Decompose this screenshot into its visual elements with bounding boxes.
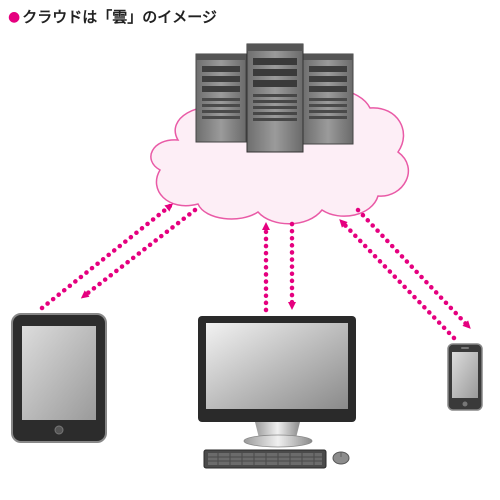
title-text: クラウドは「雲」のイメージ bbox=[22, 8, 217, 26]
page-title: ● クラウドは「雲」のイメージ bbox=[8, 6, 217, 27]
arrow-phone-to-cloud bbox=[339, 219, 457, 341]
smartphone-icon bbox=[447, 343, 483, 411]
connection-arrows bbox=[39, 203, 471, 341]
arrow-cloud-to-tablet bbox=[80, 207, 198, 299]
server-tower-icon bbox=[195, 43, 354, 153]
mouse-icon bbox=[332, 451, 350, 465]
arrow-tablet-to-cloud bbox=[39, 203, 174, 311]
tablet-icon bbox=[11, 313, 107, 443]
title-bullet-icon: ● bbox=[8, 8, 21, 25]
arrow-cloud-to-phone bbox=[355, 207, 471, 329]
desktop-monitor-icon bbox=[198, 316, 356, 448]
keyboard-icon bbox=[203, 449, 327, 469]
